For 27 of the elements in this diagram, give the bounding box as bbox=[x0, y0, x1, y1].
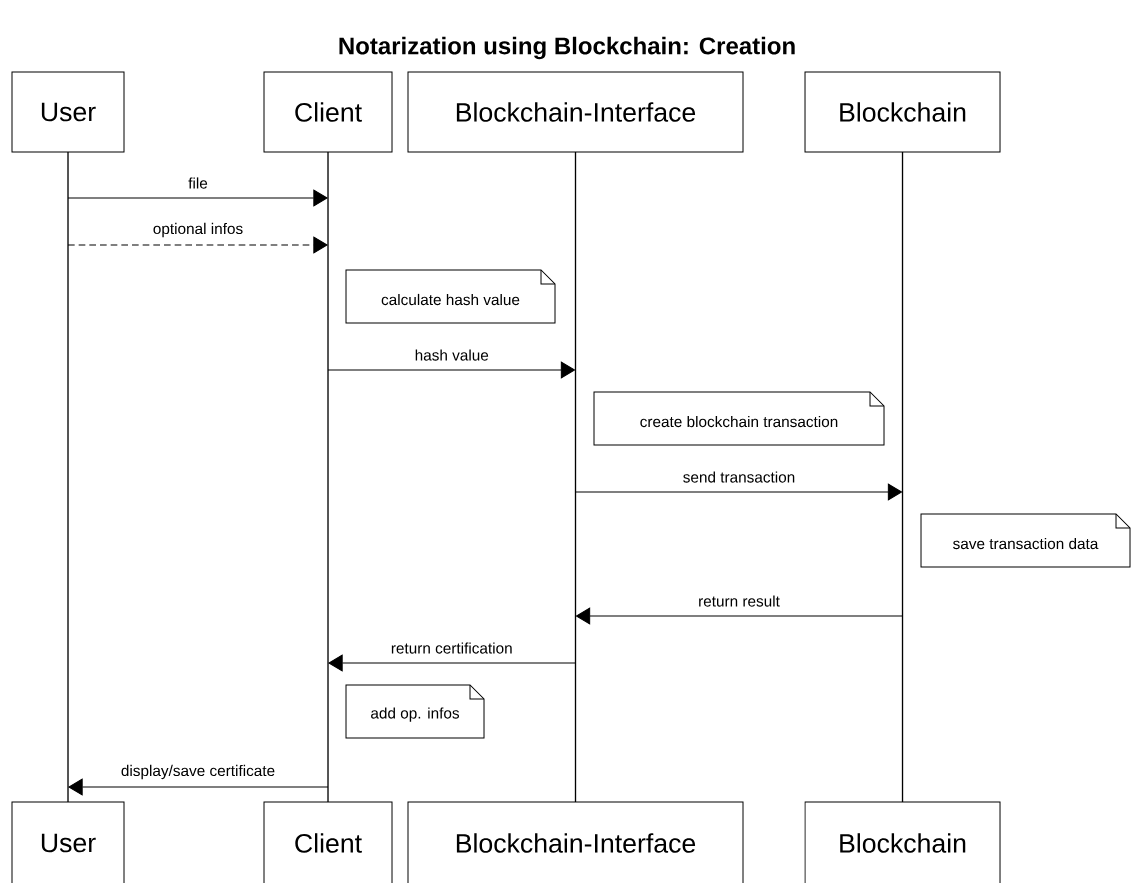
edge-label: return result bbox=[696, 594, 782, 608]
edge-label: file bbox=[186, 176, 210, 190]
edge-label: display/save certificate bbox=[119, 763, 277, 781]
participant-box: Client bbox=[263, 801, 393, 883]
message-arrow bbox=[67, 236, 328, 254]
note-box: save transaction data bbox=[920, 513, 1131, 568]
message-arrow bbox=[67, 189, 328, 207]
participant-box: Blockchain-Interface bbox=[407, 71, 744, 153]
message-arrow bbox=[575, 483, 903, 501]
note-box: add op. infos bbox=[345, 684, 485, 739]
message-arrow bbox=[327, 361, 575, 379]
note-box: calculate hash value bbox=[345, 269, 556, 324]
message-arrow bbox=[328, 654, 576, 672]
title: Notarization using Blockchain: Creation bbox=[339, 36, 795, 60]
edge-label: send transaction bbox=[681, 470, 797, 484]
participant-box: User bbox=[11, 71, 125, 153]
message-arrow bbox=[576, 607, 903, 625]
participant-box: Blockchain bbox=[804, 71, 1001, 153]
edge-label: return certification bbox=[389, 641, 514, 655]
edge-label: hash value bbox=[413, 348, 491, 362]
participant-box: Client bbox=[263, 71, 393, 153]
edge-label: optional infos bbox=[151, 221, 245, 239]
participant-box: Blockchain bbox=[804, 801, 1001, 883]
participant-box: User bbox=[11, 801, 125, 883]
message-arrow bbox=[68, 778, 329, 796]
note-box: create blockchain transaction bbox=[593, 391, 885, 446]
participant-box: Blockchain-Interface bbox=[407, 801, 744, 883]
